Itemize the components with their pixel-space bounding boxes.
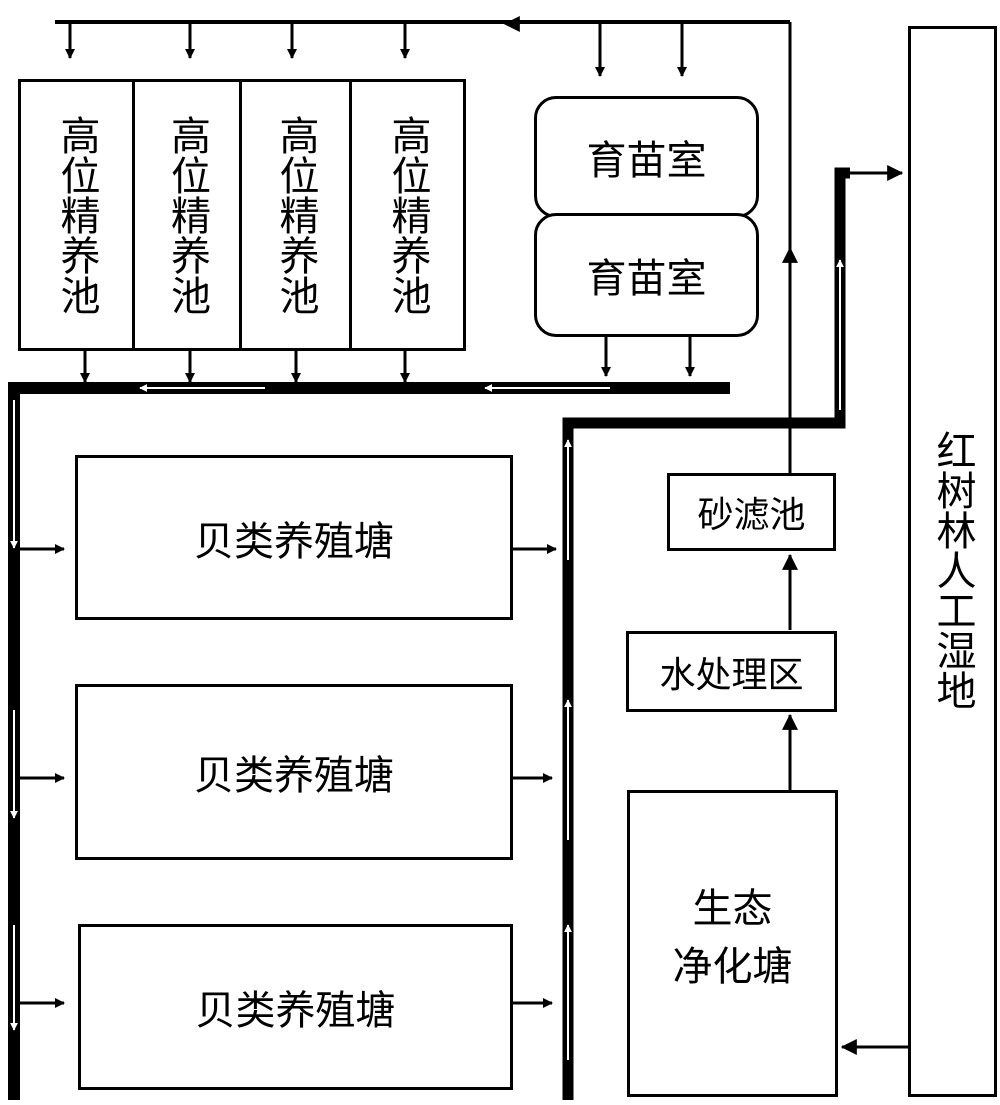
shellfish-pond-3-label: 贝类养殖塘	[195, 988, 396, 1034]
mangrove-wetland-label: 红树林人工湿地	[929, 430, 976, 710]
water-treatment-label: 水处理区	[659, 654, 804, 696]
eco-purification-pond	[627, 790, 838, 1097]
shellfish-pond-3	[78, 924, 513, 1090]
eco-pond-label-line2: 净化塘	[672, 944, 793, 990]
high-pool-3-label: 高位精养池	[272, 115, 319, 315]
shellfish-pond-1-label: 贝类养殖塘	[194, 518, 394, 565]
nursery-room-2-label: 育苗室	[586, 256, 707, 302]
sand-filter	[667, 473, 836, 551]
shellfish-pond-2	[75, 684, 513, 860]
mangrove-wetland	[908, 26, 997, 1097]
water-treatment-area	[626, 631, 837, 712]
high-pool-1	[18, 79, 135, 351]
nursery-room-2	[534, 213, 759, 337]
shellfish-pond-1	[75, 455, 513, 620]
high-pool-4-label: 高位精养池	[384, 115, 431, 315]
high-pool-3	[239, 79, 352, 351]
high-pool-4	[349, 79, 466, 351]
high-pool-2-label: 高位精养池	[164, 115, 210, 315]
nursery-room-1-label: 育苗室	[586, 138, 707, 184]
eco-pond-label-line1: 生态	[692, 886, 773, 932]
collector-pipe	[562, 167, 850, 1100]
sand-filter-label: 砂滤池	[697, 495, 806, 536]
shellfish-pond-2-label: 贝类养殖塘	[194, 753, 394, 799]
high-pool-1-label: 高位精养池	[53, 115, 100, 315]
